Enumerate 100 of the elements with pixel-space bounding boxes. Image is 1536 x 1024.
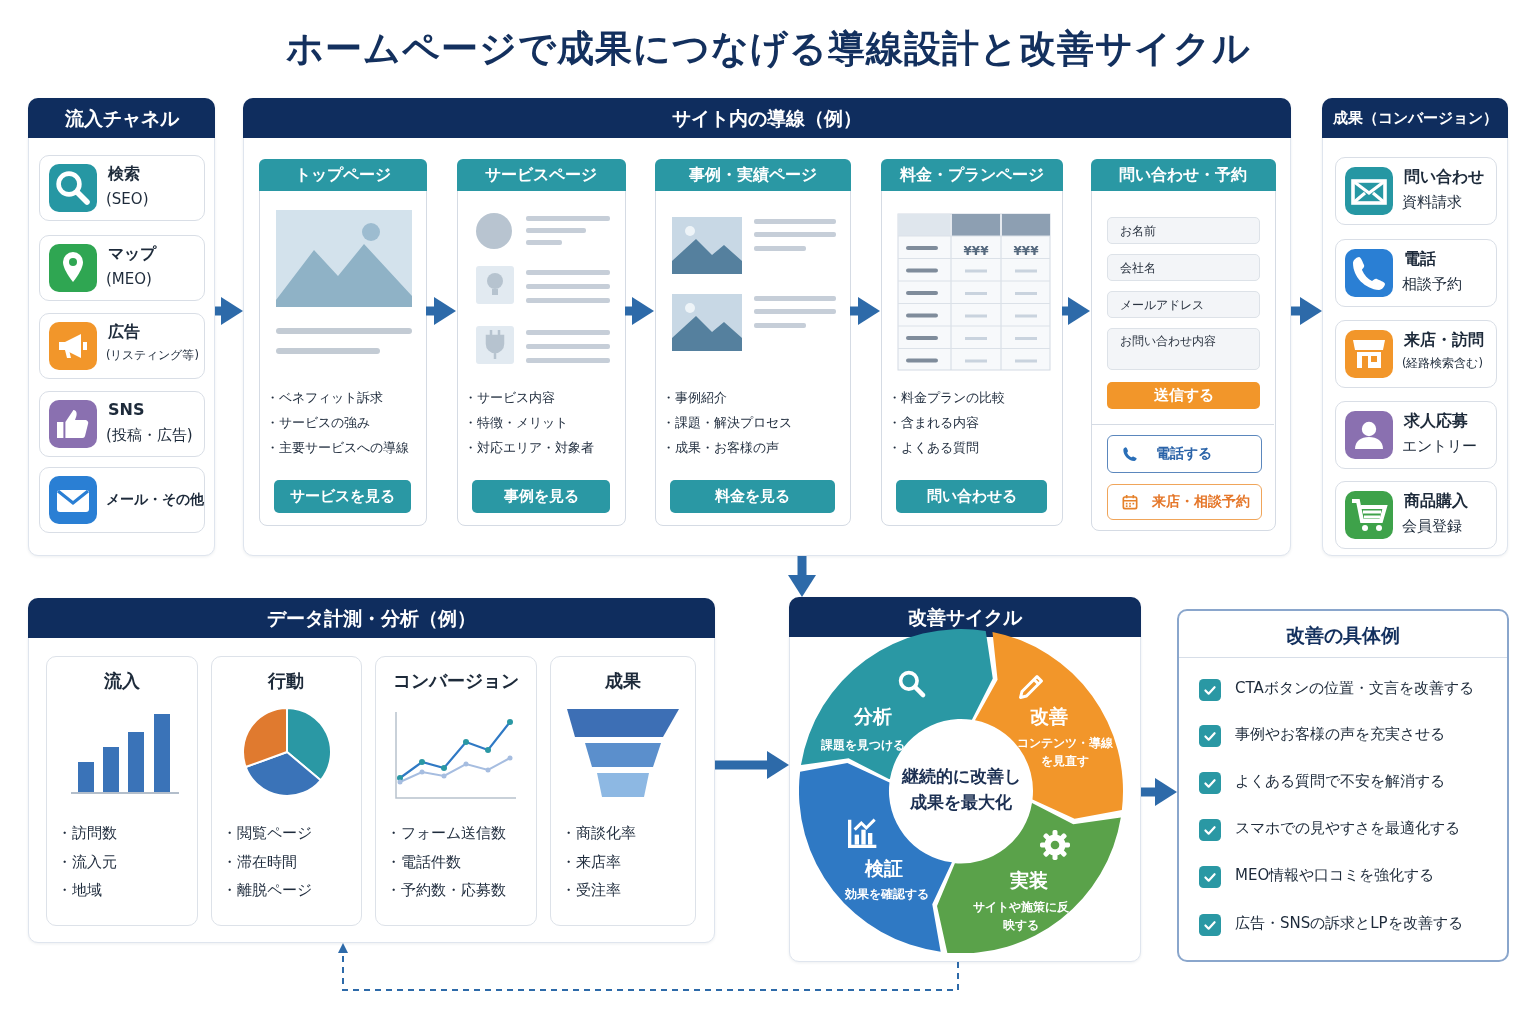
- channel-note: エントリー: [1402, 437, 1477, 456]
- channel-name: 来店・訪問: [1404, 330, 1484, 351]
- page-card: [881, 159, 1063, 526]
- bullet-item: ・サービスの強み: [266, 415, 370, 433]
- channel-card: [1335, 401, 1497, 469]
- panel-header: サイト内の導線（例）: [243, 98, 1291, 138]
- panel-title: 改善の具体例: [1285, 623, 1401, 648]
- segment-title: 改善: [1029, 704, 1069, 729]
- card-header: 問い合わせ・予約: [1090, 158, 1276, 191]
- bullet-item: ・電話件数: [386, 852, 461, 872]
- button-label: 来店・相談予約: [1152, 493, 1250, 511]
- cta-button: 料金を見る: [670, 480, 835, 513]
- bullet-item: ・来店率: [561, 852, 621, 872]
- flow-arrow: [1291, 297, 1322, 325]
- metric-card: [550, 656, 696, 926]
- channel-note: (経路検索含む): [1402, 356, 1483, 371]
- flow-arrow: [715, 751, 789, 779]
- panel-header: 成果（コンバージョン）: [1322, 98, 1508, 138]
- price-label: ¥¥¥: [1012, 244, 1040, 258]
- metric-card: [211, 656, 362, 926]
- panel: [1177, 609, 1509, 962]
- segment-note: 課題を見つける: [820, 737, 906, 754]
- channel-name: 検索: [108, 164, 140, 185]
- channel-card: [39, 155, 205, 221]
- channel-card: [1335, 239, 1497, 307]
- channel-card: [1335, 320, 1497, 388]
- list-item: CTAボタンの位置・文言を改善する: [1235, 679, 1474, 698]
- channel-note: 会員登録: [1402, 517, 1462, 536]
- list-item: よくある質問で不安を解消する: [1235, 772, 1445, 791]
- channel-name: 問い合わせ: [1404, 167, 1484, 188]
- channel-name: 広告: [108, 322, 140, 343]
- bullet-item: ・流入元: [57, 852, 117, 872]
- card-title: 流入: [102, 669, 141, 693]
- cta-button: 問い合わせる: [896, 480, 1047, 513]
- list-item: 事例やお客様の声を充実させる: [1235, 725, 1445, 744]
- bullet-item: ・地域: [57, 880, 102, 900]
- channel-note: (リスティング等): [106, 348, 199, 363]
- channel-card: [39, 235, 205, 301]
- channel-note: (SEO): [106, 190, 149, 208]
- channel-note: 資料請求: [1402, 193, 1462, 212]
- bullet-item: ・予約数・応募数: [386, 880, 506, 900]
- channel-card: [1335, 157, 1497, 225]
- bullet-item: ・商談化率: [561, 823, 636, 843]
- input-field: お問い合わせ内容: [1107, 328, 1260, 370]
- channel-name: 電話: [1404, 249, 1436, 270]
- flow-arrow: [215, 297, 243, 325]
- panel-header: データ計測・分析（例）: [28, 598, 715, 638]
- channel-name: SNS: [108, 400, 145, 419]
- card-title: コンバージョン: [391, 669, 520, 693]
- bullet-item: ・訪問数: [57, 823, 117, 843]
- bullet-item: ・滞在時間: [222, 852, 297, 872]
- card-title: 成果: [603, 669, 642, 693]
- submit-button: 送信する: [1107, 382, 1260, 409]
- channel-name: 求人応募: [1404, 411, 1468, 432]
- segment-title: 検証: [863, 856, 904, 881]
- flow-arrow: [1062, 297, 1090, 325]
- flow-arrow: [1141, 778, 1177, 806]
- panel: [243, 98, 1291, 556]
- button-label: 電話する: [1156, 445, 1212, 463]
- channel-name: マップ: [108, 244, 156, 265]
- segment-note: 効果を確認する: [844, 886, 930, 903]
- channel-note: 相談予約: [1402, 275, 1462, 294]
- bullet-item: ・閲覧ページ: [222, 823, 312, 843]
- panel: [28, 598, 715, 943]
- card-header: 料金・プランページ: [880, 158, 1063, 191]
- bullet-item: ・含まれる内容: [888, 415, 979, 433]
- channel-card: [39, 313, 205, 379]
- metric-card: [375, 656, 537, 926]
- hub-text: 継続的に改善し成果を最大化: [900, 765, 1022, 814]
- bullet-item: ・フォーム送信数: [386, 823, 506, 843]
- bullet-item: ・特徴・メリット: [464, 415, 568, 433]
- panel: [789, 597, 1141, 962]
- segment-note: サイトや施策に反映する: [973, 899, 1069, 934]
- price-label: ¥¥¥: [962, 244, 990, 258]
- card-header: サービスページ: [456, 158, 626, 191]
- input-field: 会社名: [1107, 254, 1260, 281]
- channel-card: [39, 467, 205, 533]
- form-card: [1091, 159, 1276, 531]
- bullet-item: ・ベネフィット訴求: [266, 390, 383, 408]
- channel-note: (MEO): [106, 270, 152, 288]
- page-card: [259, 159, 427, 526]
- bullet-item: ・料金プランの比較: [888, 390, 1005, 408]
- feedback-arrow: [338, 943, 959, 991]
- flow-arrow: [625, 297, 654, 325]
- panel: [28, 98, 215, 556]
- card-title: 行動: [266, 669, 305, 693]
- metric-card: [46, 656, 198, 926]
- cta-button: 事例を見る: [472, 480, 610, 513]
- title: ホームページで成果につなげる導線設計と改善サイクル: [284, 26, 1252, 72]
- input-field: メールアドレス: [1107, 291, 1260, 318]
- bullet-item: ・主要サービスへの導線: [266, 440, 409, 458]
- bullet-item: ・課題・解決プロセス: [662, 415, 792, 433]
- channel-note: (投稿・広告): [106, 426, 193, 445]
- flow-arrow: [426, 297, 456, 325]
- list-item: MEO情報や口コミを強化する: [1235, 866, 1435, 885]
- flow-arrow: [788, 556, 816, 597]
- channel-card: [39, 391, 205, 457]
- segment-title: 実装: [1009, 868, 1049, 893]
- channel-card: [1335, 481, 1497, 549]
- flow-arrow: [850, 297, 880, 325]
